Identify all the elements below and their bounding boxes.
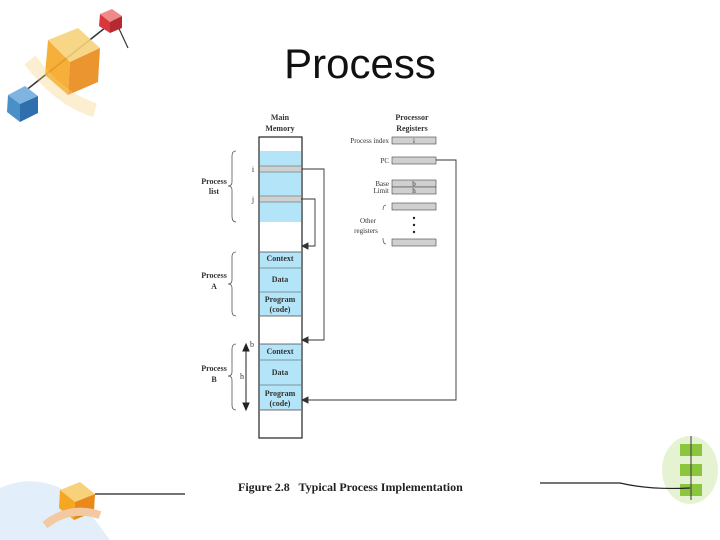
base-value: b (412, 180, 416, 188)
process-b-marker-b: b (250, 340, 254, 349)
process-a-label-line1: Process (201, 271, 227, 280)
process-index-label: Process index (350, 137, 389, 145)
process-b-data: Data (272, 368, 288, 377)
process-list-brace (227, 150, 237, 223)
process-list-label-line2: list (209, 187, 220, 196)
process-a-label-line2: A (211, 282, 217, 291)
decorative-cubes-clipart (7, 9, 129, 122)
processor-registers (382, 136, 437, 247)
process-a-brace (227, 251, 237, 317)
limit-label: Limit (373, 187, 389, 195)
main-memory-label-line2: Memory (265, 124, 294, 133)
process-list-label-line1: Process (201, 177, 227, 186)
decorative-hand-clipart (0, 481, 185, 540)
process-a-code: (code) (270, 305, 291, 314)
pointer-arrows (300, 159, 457, 404)
processor-registers-label-line1: Processor (395, 113, 429, 122)
base-label: Base (375, 180, 389, 188)
process-list-marker-j: j (251, 195, 254, 204)
processor-registers-label-line2: Registers (396, 124, 428, 133)
process-b-label-line1: Process (201, 364, 227, 373)
process-a-program: Program (265, 295, 296, 304)
process-a-context: Context (266, 254, 293, 263)
process-b-context: Context (266, 347, 293, 356)
limit-value: h (412, 187, 416, 195)
process-b-program: Program (265, 389, 296, 398)
main-memory-label-line1: Main (271, 113, 290, 122)
process-b-code: (code) (270, 399, 291, 408)
process-b-marker-h: h (240, 372, 244, 381)
process-list-marker-i: i (252, 165, 255, 174)
process-index-value: i (413, 137, 415, 145)
process-b-bounds-arrow (242, 342, 250, 412)
process-a-data: Data (272, 275, 288, 284)
process-b-label-line2: B (211, 375, 217, 384)
page-title: Process (284, 40, 436, 87)
process-b-brace (227, 343, 237, 411)
other-registers-label-line2: registers (354, 227, 378, 235)
main-memory-column (258, 136, 303, 439)
decorative-flowchart-clipart (540, 436, 718, 504)
other-registers-label-line1: Other (360, 217, 377, 225)
pc-label: PC (380, 157, 389, 165)
figure-caption: Figure 2.8 Typical Process Implementatio… (238, 480, 463, 494)
